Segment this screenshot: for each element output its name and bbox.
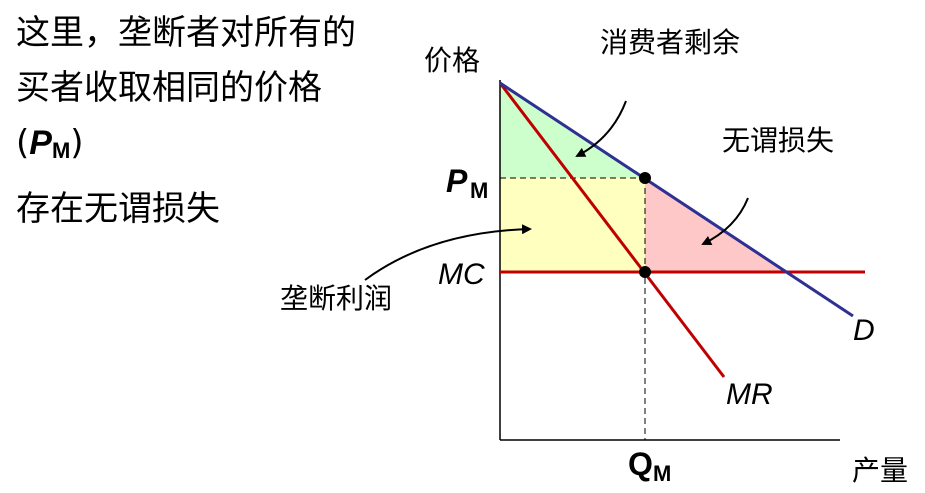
monopoly-profit-label: 垄断利润 bbox=[280, 282, 392, 315]
demand-label: D bbox=[853, 314, 875, 347]
mc-label: MC bbox=[438, 258, 485, 291]
x-axis-label: 产量 bbox=[852, 454, 908, 487]
monopoly-price-point bbox=[639, 172, 651, 184]
explanation-paragraph-2: 存在无谓损失 bbox=[16, 189, 220, 229]
deadweight-loss-arrow bbox=[701, 197, 749, 246]
svg-text:Q: Q bbox=[628, 446, 653, 482]
qm-axis-label: Q M bbox=[628, 446, 671, 486]
monopoly-profit-area bbox=[500, 178, 645, 272]
pm-inline-symbol: PM bbox=[29, 124, 71, 163]
consumer-surplus-label: 消费者剩余 bbox=[600, 26, 740, 59]
explanation-line-1-end: ) bbox=[70, 123, 84, 163]
svg-text:M: M bbox=[470, 178, 488, 203]
mr-label: MR bbox=[726, 378, 773, 411]
demand-curve bbox=[499, 81, 854, 318]
svg-text:M: M bbox=[653, 461, 671, 486]
svg-text:P: P bbox=[446, 163, 468, 199]
explanation-paragraph-1: 这里，垄断者对所有的买者收取相同的价格 (PM) bbox=[16, 6, 376, 178]
consumer-surplus-arrow bbox=[575, 100, 627, 157]
mr-curve bbox=[498, 82, 726, 378]
pm-axis-label: P M bbox=[446, 163, 488, 203]
deadweight-loss-label: 无谓损失 bbox=[722, 124, 834, 157]
monopoly-profit-arrow bbox=[364, 224, 532, 281]
mr-mc-intersection-point bbox=[639, 266, 651, 278]
explanation-line-1: 这里，垄断者对所有的买者收取相同的价格 ( bbox=[16, 13, 356, 163]
y-axis-label: 价格 bbox=[424, 44, 480, 77]
explanation-text: 这里，垄断者对所有的买者收取相同的价格 (PM) 存在无谓损失 bbox=[16, 6, 376, 237]
